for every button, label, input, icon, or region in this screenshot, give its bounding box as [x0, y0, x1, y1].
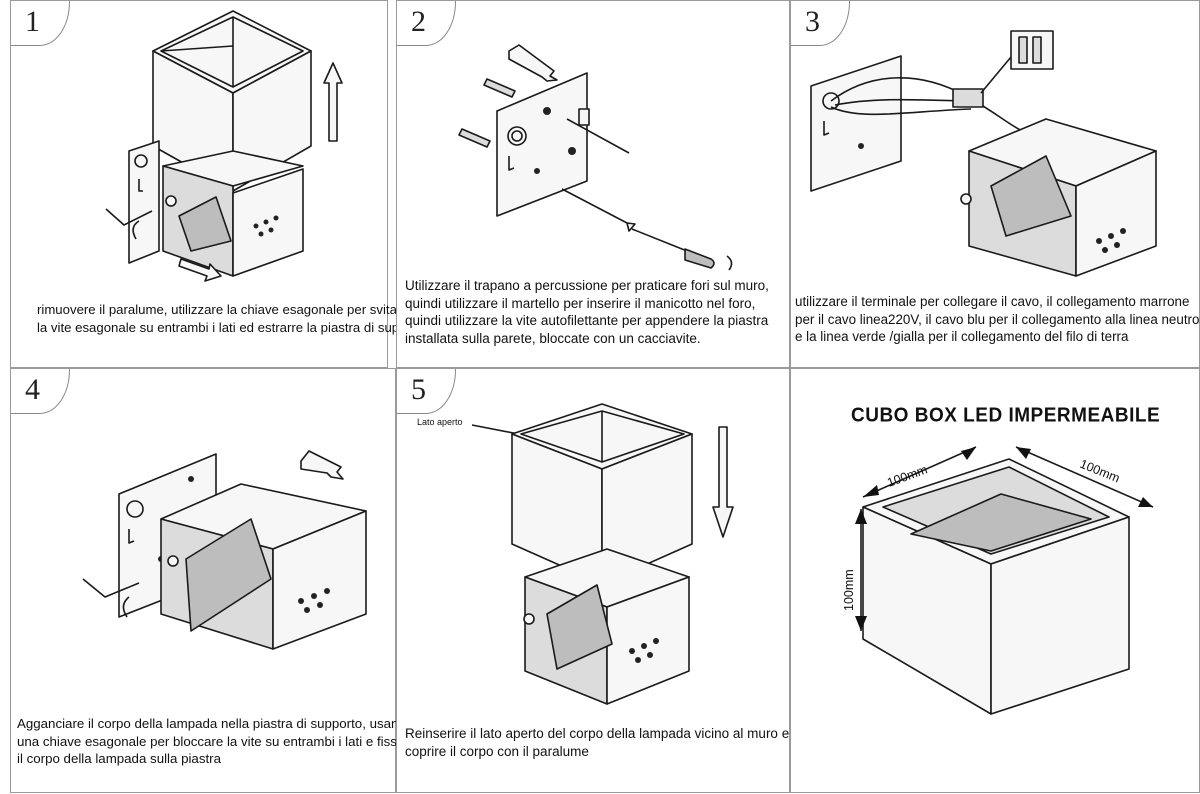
step-2-panel: 2 Utilizzare il trapano a percussione pe…: [396, 0, 790, 368]
step-2-caption: Utilizzare il trapano a percussione per …: [405, 277, 769, 347]
step-5-number: 5: [411, 373, 426, 406]
step-2-number: 2: [411, 5, 426, 38]
shade-cover: [511, 403, 693, 585]
step-5-panel: 5 Lato aperto Reinserire il lato aperto …: [396, 368, 790, 793]
step-2-caption-line: quindi utilizzare la vite autofilettante…: [405, 313, 769, 328]
lamp-body: [160, 483, 367, 650]
wall-plate: [128, 140, 160, 264]
step-2-caption-line: installata sulla parete, bloccate con un…: [405, 330, 701, 346]
step-4-number: 4: [25, 373, 40, 406]
depth-dimension: 100mm: [1078, 457, 1122, 486]
wall-plate: [496, 72, 588, 217]
up-arrow: [323, 62, 343, 142]
product-illustration: 100mm 100mm 100mm: [842, 446, 1154, 715]
down-arrow: [712, 426, 734, 538]
step-2-caption-line: Utilizzare il trapano a percussione per …: [405, 278, 769, 293]
screws: [561, 118, 636, 232]
height-dimension: 100mm: [842, 569, 856, 611]
hex-key: [105, 208, 153, 226]
step-4-panel: 4 Agganciare il corpo della lampada nell…: [10, 368, 416, 793]
open-side-label: Lato aperto: [417, 417, 463, 427]
terminal-block-icon: [1010, 30, 1054, 70]
step-1-panel: 1: [10, 0, 429, 368]
step-3-panel: 3 utilizzare il t: [790, 0, 1200, 368]
step-1-illustration: [105, 10, 343, 282]
lamp-body: [162, 150, 304, 277]
product-title: CUBO BOX LED IMPERMEABILE: [851, 404, 1161, 427]
step-1-caption: rimuovere il paralume, utilizzare la chi…: [37, 301, 429, 336]
cube-product: [862, 458, 1130, 715]
width-dimension: 100mm: [885, 462, 929, 489]
step-4-caption-line: il corpo della lampada sulla piastra: [17, 751, 221, 766]
left-arrow: [508, 44, 558, 82]
step-3-caption-line: utilizzare il terminale per collegare il…: [795, 294, 1190, 309]
step-2-illustration: [458, 44, 733, 271]
step-5-illustration: [471, 403, 734, 705]
step-1-number-tab: 1: [11, 1, 70, 46]
step-4-illustration: [82, 450, 367, 650]
wall-plate: [810, 55, 902, 192]
lamp-body: [523, 548, 690, 705]
step-3-caption-line: e la linea verde /gialla per il collegam…: [795, 329, 1129, 344]
screwdriver-icon: [631, 228, 733, 271]
lamp-body: [960, 118, 1157, 277]
step-1-number: 1: [25, 5, 40, 38]
rotate-arrow: [122, 596, 130, 618]
left-arrow: [300, 450, 344, 480]
step-5-caption: Reinserire il lato aperto del corpo dell…: [405, 725, 789, 760]
step-5-caption-line: coprire il corpo con il paralume: [405, 743, 589, 759]
step-4-caption-line: una chiave esagonale per bloccare la vit…: [17, 733, 417, 749]
slide-arrow: [178, 258, 222, 282]
step-1-caption-line: la vite esagonale su entrambi i lati ed …: [37, 319, 430, 335]
step-1-caption-line: rimuovere il paralume, utilizzare la chi…: [37, 302, 409, 317]
product-panel: CUBO BOX LED IMPERMEABILE 100mm 100mm 10…: [790, 368, 1200, 793]
step-3-caption: utilizzare il terminale per collegare il…: [795, 293, 1199, 346]
dimension-arrows: [855, 446, 1154, 631]
step-2-caption-line: quindi utilizzare il martello per inseri…: [405, 295, 756, 311]
step-4-caption: Agganciare il corpo della lampada nella …: [17, 715, 416, 768]
step-5-caption-line: Reinserire il lato aperto del corpo dell…: [405, 726, 790, 741]
step-3-number: 3: [805, 5, 820, 38]
step-3-illustration: [810, 30, 1157, 277]
hex-key: [82, 578, 140, 598]
rotate-arrow: [132, 220, 140, 240]
step-3-caption-line: per il cavo linea220V, il cavo blu per i…: [795, 311, 1200, 327]
step-4-caption-line: Agganciare il corpo della lampada nella …: [17, 716, 414, 731]
wall-anchors: [458, 78, 516, 148]
